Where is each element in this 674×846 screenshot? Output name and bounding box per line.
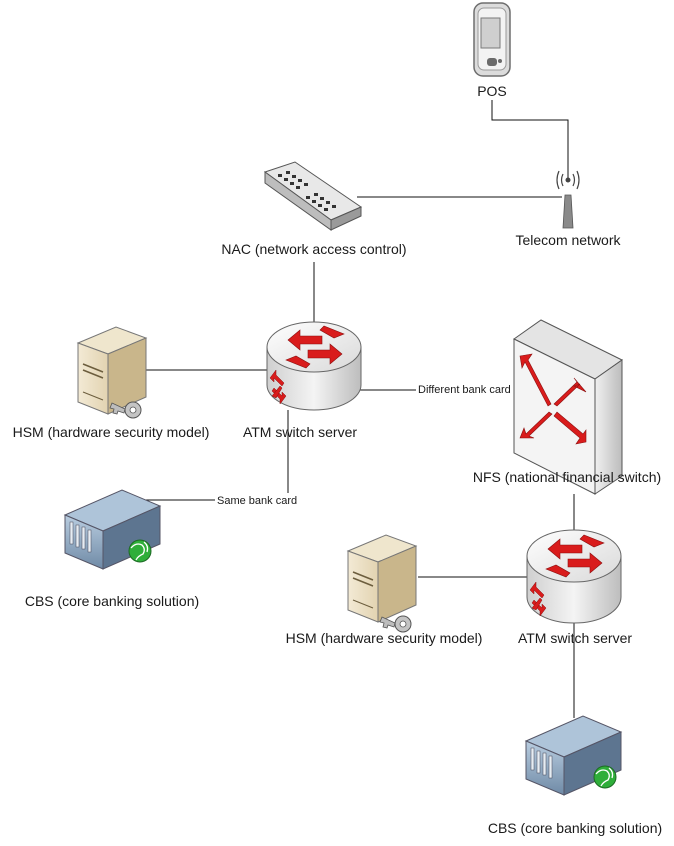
server-key-icon <box>346 534 418 633</box>
layer3-switch-icon <box>513 319 623 495</box>
hsm-2-label: HSM (hardware security model) <box>286 630 483 646</box>
link-pos-telecom <box>491 100 569 178</box>
nfs-node: NFS (national financial switch) <box>473 319 661 495</box>
cbs-2-label: CBS (core banking solution) <box>488 820 662 836</box>
telecom-label: Telecom network <box>515 232 621 248</box>
connectors <box>130 100 575 718</box>
atm-switch-node-1: ATM switch server <box>243 321 362 440</box>
mobile-device-icon <box>473 2 511 77</box>
antenna-icon <box>556 170 580 229</box>
edge-label-different-bank: Different bank card <box>418 384 511 396</box>
edge-label-bg <box>215 493 297 507</box>
server-key-icon <box>76 326 148 419</box>
nfs-label: NFS (national financial switch) <box>473 469 661 485</box>
router-icon <box>266 321 362 411</box>
cbs-node-2: CBS (core banking solution) <box>488 715 662 836</box>
nac-node: NAC (network access control) <box>221 161 407 257</box>
nac-label: NAC (network access control) <box>221 241 406 257</box>
pos-label: POS <box>477 83 507 99</box>
cbs-1-label: CBS (core banking solution) <box>25 593 199 609</box>
edge-label-bg <box>416 382 516 396</box>
router-icon <box>526 529 622 624</box>
pos-node: POS <box>473 2 511 99</box>
cbs-node-1: CBS (core banking solution) <box>25 489 199 609</box>
atm-switch-node-2: ATM switch server <box>518 529 632 646</box>
network-switch-icon <box>263 161 363 231</box>
atm-switch-2-label: ATM switch server <box>518 630 632 646</box>
web-server-icon <box>524 715 623 796</box>
hsm-node-1: HSM (hardware security model) <box>13 326 210 440</box>
hsm-1-label: HSM (hardware security model) <box>13 424 210 440</box>
atm-switch-1-label: ATM switch server <box>243 424 357 440</box>
edge-label-same-bank: Same bank card <box>217 495 297 507</box>
telecom-node: Telecom network <box>515 170 622 248</box>
web-server-icon <box>63 489 162 570</box>
hsm-node-2: HSM (hardware security model) <box>286 534 483 646</box>
